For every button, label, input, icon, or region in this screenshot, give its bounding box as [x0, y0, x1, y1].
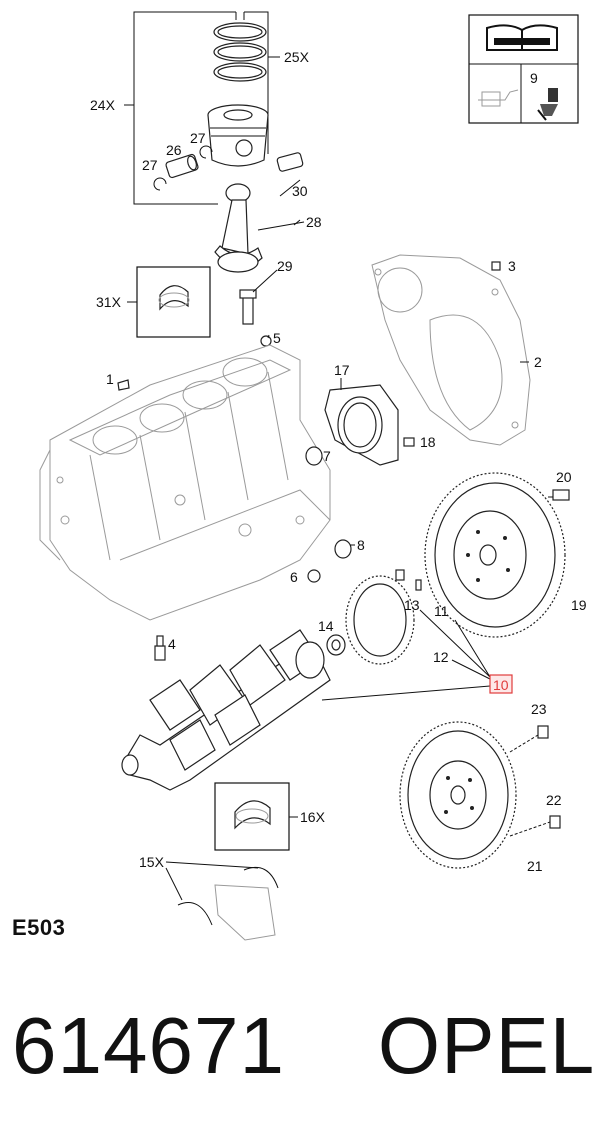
sensor-icon	[537, 88, 558, 121]
callout-24X: 24X	[90, 97, 116, 113]
piston-rings	[213, 22, 267, 82]
callout-15X: 15X	[139, 854, 165, 870]
callout-11: 11	[434, 603, 449, 619]
info-box: 9	[468, 14, 579, 124]
callout-28: 28	[306, 214, 322, 230]
dowel-11	[415, 579, 422, 591]
callout-29: 29	[277, 258, 293, 274]
flexplate	[399, 721, 551, 869]
callout-19: 19	[571, 597, 587, 613]
callout-7: 7	[323, 448, 331, 464]
callout-13: 13	[404, 597, 420, 613]
thrust-washers	[165, 861, 279, 941]
bolt-20	[552, 489, 570, 501]
piston-pin	[165, 153, 199, 179]
bearing-shell-5	[260, 335, 272, 347]
callout-10: 10	[493, 677, 509, 693]
callout-12: 12	[433, 649, 449, 665]
bearing-14	[326, 634, 346, 656]
callout-1: 1	[106, 371, 114, 387]
small-end-bushing	[276, 152, 304, 172]
callout-14: 14	[318, 618, 334, 634]
callout-25X: 25X	[284, 49, 310, 65]
bolt-3	[491, 261, 501, 271]
callout-10-highlight	[489, 674, 513, 694]
bolt-22	[549, 815, 561, 829]
dual-mass-flywheel	[424, 472, 566, 638]
leader-lines	[267, 179, 553, 546]
callout-6: 6	[290, 569, 298, 585]
bolt-23	[537, 725, 549, 739]
callout-23: 23	[531, 701, 547, 717]
bolt-13	[395, 569, 405, 581]
rear-seal-housing	[324, 378, 399, 466]
rod-bolt	[239, 269, 278, 325]
callout-16X: 16X	[300, 809, 326, 825]
callout-31X: 31X	[96, 294, 122, 310]
seal-6	[307, 569, 321, 583]
callout-5: 5	[273, 330, 281, 346]
rod-bearing-box	[127, 266, 211, 338]
circlips	[153, 145, 213, 191]
callout-2: 2	[534, 354, 542, 370]
callout-4: 4	[168, 636, 176, 652]
callout-22: 22	[546, 792, 562, 808]
callout-21: 21	[527, 858, 543, 874]
part-number-caption: 614671 OPEL	[12, 1001, 596, 1090]
callout-18: 18	[420, 434, 436, 450]
oil-can-icon	[478, 89, 519, 107]
connecting-rod	[214, 183, 305, 273]
main-bearing-box	[214, 782, 298, 851]
reluctor-ring	[345, 575, 415, 665]
callout-17: 17	[334, 362, 350, 378]
callout-3: 3	[508, 258, 516, 274]
seal-7	[305, 446, 323, 466]
bolt-18	[403, 437, 415, 447]
bolt-4	[154, 635, 166, 661]
seal-8	[334, 539, 352, 559]
callout-10-leaders	[321, 609, 491, 701]
plug-1	[117, 379, 130, 391]
book-wrench-icon	[486, 24, 558, 51]
callout-27b: 27	[142, 157, 158, 173]
adapter-plate	[371, 254, 531, 446]
diagram-code: E503	[12, 915, 66, 940]
callout-26: 26	[166, 142, 182, 158]
callout-8: 8	[357, 537, 365, 553]
callout-20: 20	[556, 469, 572, 485]
piston	[207, 104, 269, 167]
piston-group-bracket	[124, 11, 280, 205]
callout-30: 30	[292, 183, 308, 199]
callout-27a: 27	[190, 130, 206, 146]
crankshaft	[121, 629, 331, 791]
engine-block	[39, 344, 331, 621]
callout-9: 9	[530, 70, 538, 86]
